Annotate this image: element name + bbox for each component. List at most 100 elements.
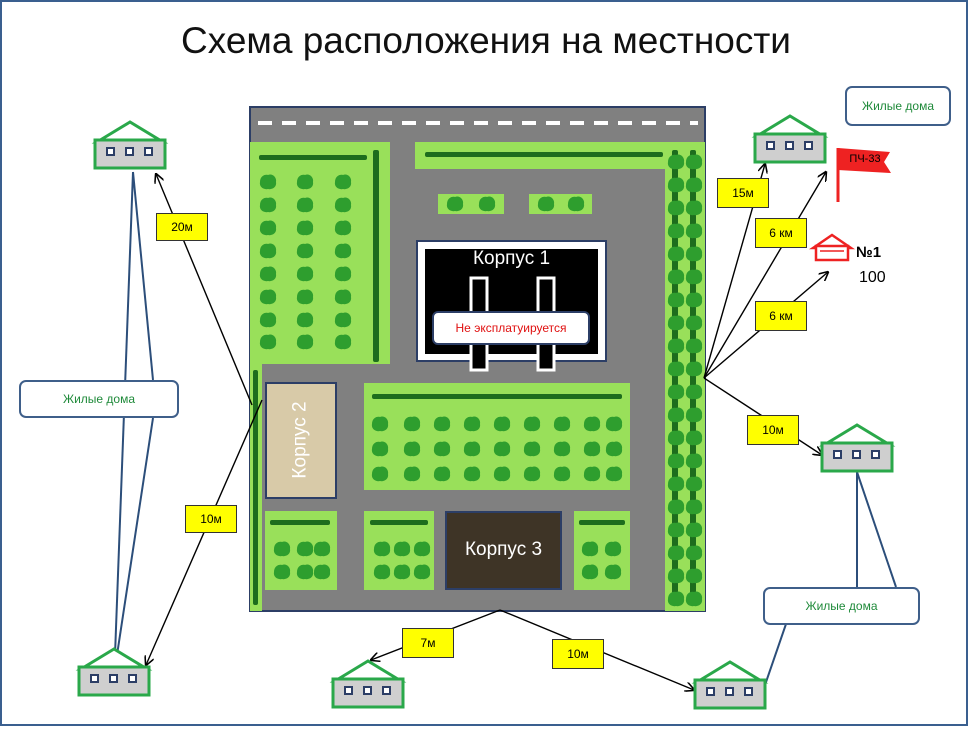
- tree-icon: [553, 441, 571, 457]
- line-6km-top: [703, 172, 826, 379]
- fire-station-flag-label: ПЧ-33: [849, 153, 881, 165]
- tree-icon: [667, 499, 685, 515]
- tree-icon: [685, 246, 703, 262]
- line-20m: [156, 174, 253, 406]
- tree-icon: [685, 522, 703, 538]
- tree-icon: [403, 466, 421, 482]
- tree-icon: [685, 269, 703, 285]
- tree-icon: [313, 541, 331, 557]
- tree-icon: [296, 197, 314, 213]
- tree-icon: [463, 441, 481, 457]
- tree-icon: [667, 154, 685, 170]
- tree-icon: [667, 269, 685, 285]
- tree-icon: [667, 545, 685, 561]
- tree-icon: [259, 174, 277, 190]
- tree-icon: [667, 338, 685, 354]
- tree-icon: [537, 196, 555, 212]
- tree-icon: [273, 564, 291, 580]
- tree-icon: [334, 243, 352, 259]
- tree-icon: [478, 196, 496, 212]
- distance-label-10m-left: 10м: [185, 505, 237, 533]
- fire-station-value: 100: [859, 269, 886, 286]
- tree-icon: [605, 466, 623, 482]
- tree-icon: [273, 541, 291, 557]
- tree-icon: [463, 466, 481, 482]
- house-left-top: [93, 120, 167, 170]
- tree-icon: [493, 466, 511, 482]
- tree-icon: [583, 466, 601, 482]
- tree-icon: [296, 541, 314, 557]
- tree-icon: [371, 466, 389, 482]
- tree-icon: [334, 220, 352, 236]
- tree-icon: [685, 568, 703, 584]
- tree-icon: [667, 430, 685, 446]
- tree-icon: [373, 564, 391, 580]
- fire-station-icon: [808, 233, 856, 262]
- tree-icon: [667, 200, 685, 216]
- tree-icon: [685, 384, 703, 400]
- tree-icon: [685, 315, 703, 331]
- callout-residential-left: Жилые дома: [19, 380, 179, 418]
- tree-icon: [567, 196, 585, 212]
- callout-residential-top-right: Жилые дома: [845, 86, 951, 126]
- hedges: [253, 150, 696, 605]
- fire-station-number: №1: [856, 244, 882, 261]
- tree-icon: [685, 223, 703, 239]
- callout-residential-bottom-right: Жилые дома: [763, 587, 920, 625]
- tree-icon: [334, 334, 352, 350]
- tree-icon: [313, 564, 331, 580]
- house-bottom-middle: [331, 659, 405, 709]
- building-korpus-3: [445, 511, 562, 590]
- tree-icon: [583, 416, 601, 432]
- distance-label-10m-bottom: 10м: [552, 639, 604, 669]
- tree-icon: [433, 466, 451, 482]
- tree-icon: [685, 154, 703, 170]
- tree-icon: [259, 266, 277, 282]
- distance-label-6km-bottom: 6 км: [755, 301, 807, 331]
- distance-label-10m-right: 10м: [747, 415, 799, 445]
- tree-icon: [667, 591, 685, 607]
- tree-icon: [604, 564, 622, 580]
- tree-icon: [296, 334, 314, 350]
- korpus-2-label: Корпус 2: [289, 401, 311, 479]
- tree-icon: [403, 416, 421, 432]
- tree-icon: [685, 407, 703, 423]
- tree-icon: [685, 361, 703, 377]
- tree-icon: [334, 266, 352, 282]
- tree-icon: [685, 200, 703, 216]
- tree-icon: [667, 246, 685, 262]
- tree-icon: [667, 361, 685, 377]
- tree-icon: [493, 416, 511, 432]
- tree-icon: [371, 416, 389, 432]
- tree-icon: [259, 197, 277, 213]
- tree-icon: [296, 220, 314, 236]
- tree-icon: [463, 416, 481, 432]
- house-right-top: [753, 114, 827, 164]
- tree-icon: [581, 541, 599, 557]
- tree-icon: [553, 416, 571, 432]
- tree-icon: [259, 220, 277, 236]
- tree-icon: [667, 476, 685, 492]
- tree-icon: [371, 441, 389, 457]
- distance-label-20m: 20м: [156, 213, 208, 241]
- house-left-bottom: [77, 647, 151, 697]
- tree-icon: [296, 312, 314, 328]
- tree-icon: [685, 499, 703, 515]
- tree-icon: [667, 522, 685, 538]
- korpus-1-status: Не эксплатуируется: [432, 311, 590, 345]
- tree-icon: [553, 466, 571, 482]
- tree-icon: [334, 174, 352, 190]
- tree-icon: [685, 591, 703, 607]
- page-title: Схема расположения на местности: [181, 20, 791, 61]
- tree-icon: [605, 441, 623, 457]
- tree-icon: [334, 197, 352, 213]
- distance-label-7m: 7м: [402, 628, 454, 658]
- tree-icon: [403, 441, 421, 457]
- tree-icon: [685, 177, 703, 193]
- tree-icon: [667, 223, 685, 239]
- tree-icon: [493, 441, 511, 457]
- tree-icon: [685, 545, 703, 561]
- tree-icon: [685, 338, 703, 354]
- tree-icon: [583, 441, 601, 457]
- tree-icon: [334, 312, 352, 328]
